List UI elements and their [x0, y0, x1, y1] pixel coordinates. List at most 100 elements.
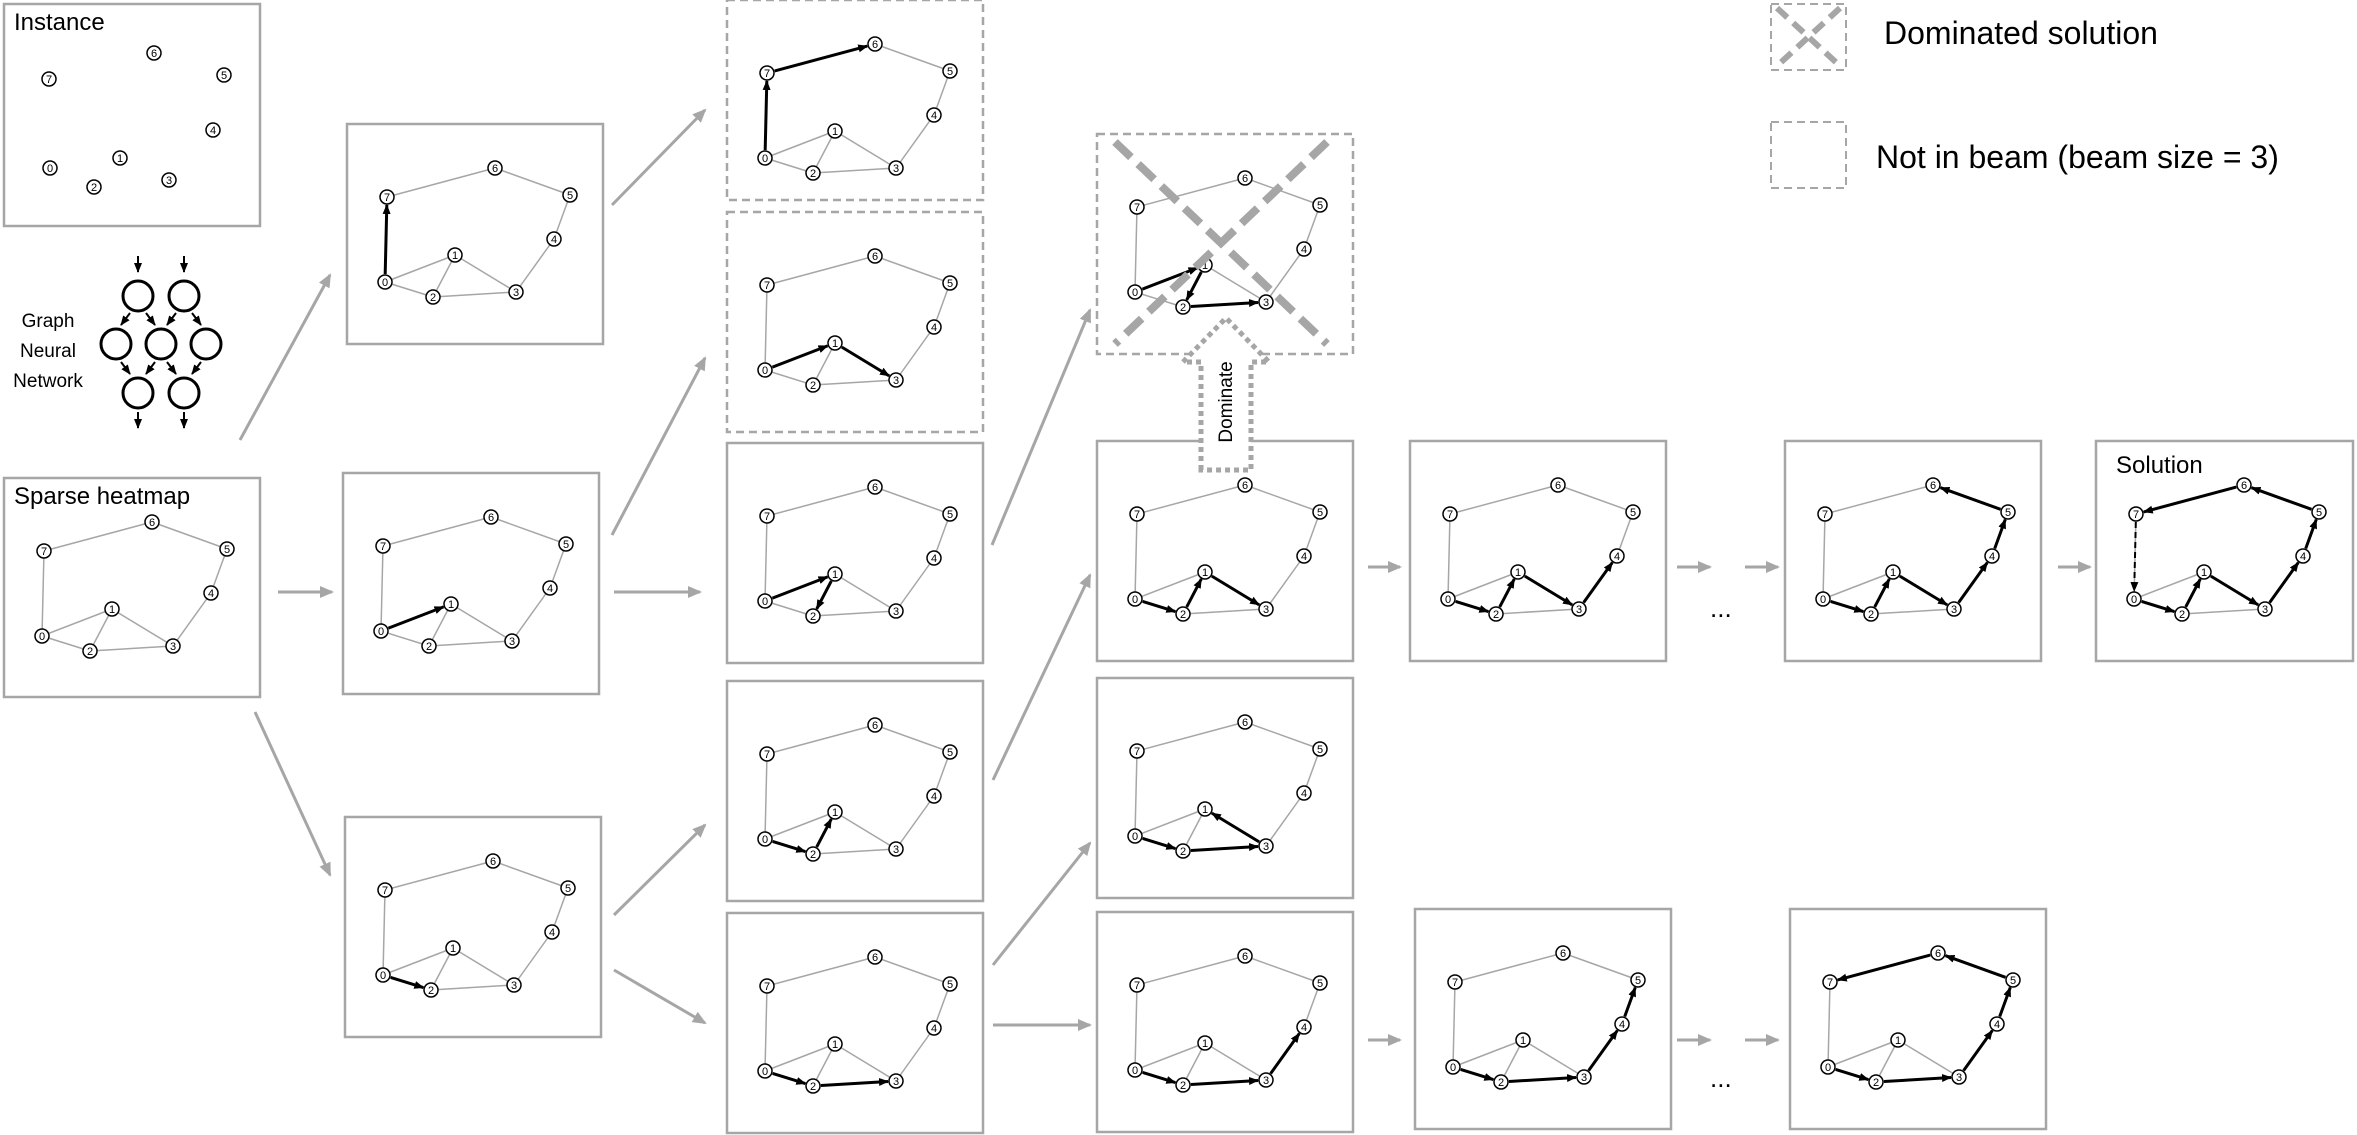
heatmap-edge: [1495, 608, 1580, 615]
node-circle: [1197, 564, 1213, 580]
node-circle: [926, 107, 942, 123]
node-3: 3: [1576, 1069, 1592, 1085]
node-circle: [827, 335, 843, 351]
node-5: 5: [219, 541, 235, 557]
node-circle: [1488, 606, 1504, 622]
node-label: 5: [1317, 978, 1323, 990]
heatmap-edge: [1136, 177, 1246, 208]
heatmap-edge: [812, 848, 897, 855]
node-circle: [1312, 975, 1328, 991]
heatmap-edge: [1616, 511, 1634, 557]
node-label: 7: [1134, 202, 1140, 214]
node-label: 3: [893, 163, 899, 175]
node-5: 5: [1625, 504, 1641, 520]
node-4: 4: [203, 585, 219, 601]
node-label: 4: [931, 791, 937, 803]
node-circle: [558, 536, 574, 552]
tour-edge: [1210, 811, 1260, 844]
node-label: 2: [810, 1081, 816, 1093]
node-label: 5: [947, 278, 953, 290]
node-label: 3: [1576, 604, 1582, 616]
heatmap-edge: [1449, 484, 1559, 515]
node-circle: [485, 853, 501, 869]
node-7: 7: [41, 71, 57, 87]
node-label: 3: [1263, 1075, 1269, 1087]
node-circle: [1447, 974, 1463, 990]
heatmap-edge: [1134, 750, 1138, 837]
node-label: 5: [2005, 507, 2011, 519]
node-1: 1: [1197, 801, 1213, 817]
node-3: 3: [1951, 1069, 1967, 1085]
node-label: 3: [1263, 604, 1269, 616]
node-6: 6: [1237, 714, 1253, 730]
node-circle: [1237, 714, 1253, 730]
node-3: 3: [508, 284, 524, 300]
node-circle: [1175, 1077, 1191, 1093]
node-circle: [203, 585, 219, 601]
heatmap-edge: [812, 610, 897, 617]
node-label: 7: [764, 981, 770, 993]
heatmap-edge: [874, 43, 951, 72]
node-label: 2: [1493, 609, 1499, 621]
node-circle: [425, 289, 441, 305]
node-2: 2: [1175, 606, 1191, 622]
node-label: 7: [46, 74, 52, 86]
heatmap-edge: [1182, 1042, 1206, 1086]
node-3: 3: [1946, 601, 1962, 617]
node-label: 0: [1820, 594, 1826, 606]
node-label: 5: [224, 544, 230, 556]
flow-arrow: [613, 968, 707, 1025]
node-1: 1: [1197, 1035, 1213, 1051]
tour-edge: [1269, 1032, 1301, 1075]
node-circle: [144, 514, 160, 530]
node-circle: [1197, 1035, 1213, 1051]
heatmap-edge: [384, 254, 456, 283]
node-circle: [373, 623, 389, 639]
heatmap-edge: [764, 753, 768, 840]
heatmap-edge: [111, 608, 174, 647]
node-1: 1: [445, 940, 461, 956]
heatmap-edge: [933, 513, 951, 559]
node-circle: [1868, 1074, 1884, 1090]
tour-edge: [1939, 486, 2001, 511]
node-circle: [1815, 591, 1831, 607]
node-circle: [805, 1078, 821, 1094]
node-0: 0: [2126, 591, 2142, 607]
node-7: 7: [1129, 977, 1145, 993]
node-circle: [1609, 548, 1625, 564]
heatmap-edge: [766, 724, 876, 755]
node-label: 7: [764, 749, 770, 761]
node-label: 3: [513, 287, 519, 299]
node-5: 5: [2311, 504, 2327, 520]
node-circle: [1625, 504, 1641, 520]
heatmap-edge: [895, 1027, 935, 1082]
node-2: 2: [2174, 606, 2190, 622]
tour-edge: [815, 818, 833, 848]
heatmap-edge: [1182, 608, 1267, 615]
node-0: 0: [42, 160, 58, 176]
node-label: 5: [947, 979, 953, 991]
instance-title: Instance: [14, 9, 105, 36]
node-circle: [161, 172, 177, 188]
node-circle: [2005, 972, 2021, 988]
node-label: 3: [1263, 841, 1269, 853]
node-circle: [1129, 743, 1145, 759]
node-circle: [1296, 1019, 1312, 1035]
tour-edge: [1899, 574, 1949, 607]
node-3: 3: [504, 633, 520, 649]
tour-edge: [815, 580, 833, 610]
node-label: 5: [947, 509, 953, 521]
heatmap-edge: [1244, 177, 1321, 206]
heatmap-edge: [933, 983, 951, 1029]
node-circle: [1510, 564, 1526, 580]
heatmap-edge: [1134, 808, 1206, 837]
panel-frame: [1408, 439, 1668, 663]
node-label: 0: [1450, 1062, 1456, 1074]
node-label: 7: [2133, 509, 2139, 521]
node-label: 4: [1619, 1019, 1625, 1031]
node-label: 7: [384, 192, 390, 204]
node-label: 1: [1202, 1038, 1208, 1050]
